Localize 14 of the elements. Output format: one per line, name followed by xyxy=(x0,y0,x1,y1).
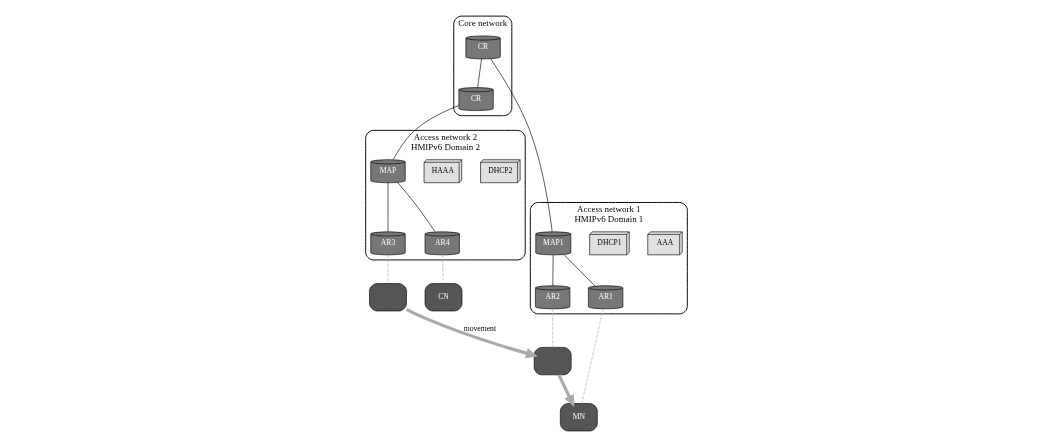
connector xyxy=(563,254,596,287)
arrow xyxy=(405,308,538,359)
connector xyxy=(442,254,444,284)
connector xyxy=(552,254,554,287)
connector xyxy=(490,58,553,232)
node-laptop xyxy=(533,347,572,376)
connector xyxy=(392,105,460,161)
connector xyxy=(477,58,482,88)
connector xyxy=(552,308,553,348)
node-laptop xyxy=(369,283,407,312)
connector xyxy=(397,182,436,233)
arrow xyxy=(557,374,575,408)
connector xyxy=(581,308,604,404)
connector xyxy=(387,182,389,233)
